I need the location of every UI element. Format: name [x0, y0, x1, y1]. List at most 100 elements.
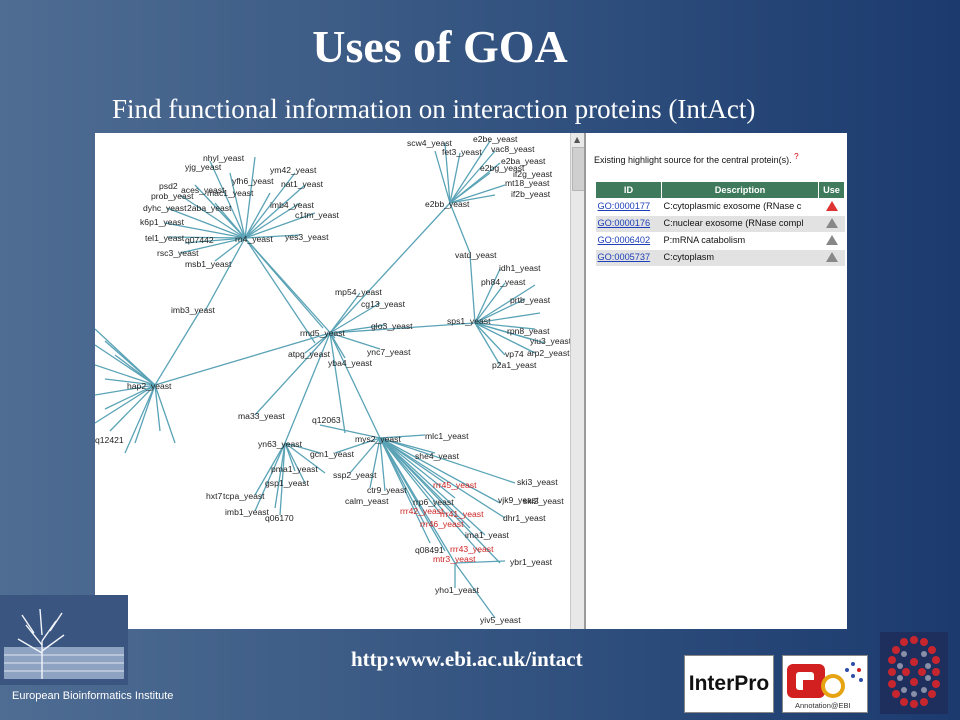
node-label[interactable]: msb1_yeast — [185, 259, 232, 269]
node-label[interactable]: yes3_yeast — [285, 232, 329, 242]
node-label[interactable]: yfh6_yeast — [232, 176, 274, 186]
node-label[interactable]: nhyl_yeast — [203, 153, 245, 163]
warning-triangle-icon[interactable] — [825, 201, 838, 211]
node-label[interactable]: mtr3_yeast — [433, 554, 476, 564]
node-label[interactable]: q12063 — [312, 415, 341, 425]
scroll-up-icon[interactable]: ▲ — [574, 135, 581, 144]
node-label[interactable]: glo3_yeast — [371, 321, 413, 331]
node-label[interactable]: idh1_yeast — [499, 263, 541, 273]
node-label[interactable]: vjk9_yeast — [498, 495, 539, 505]
triangle-icon[interactable] — [825, 218, 838, 228]
node-label[interactable]: mac1_yeast — [207, 188, 254, 198]
node-label[interactable]: q08491 — [415, 545, 444, 555]
node-label[interactable]: rrr45_yeast — [433, 480, 477, 490]
node-label[interactable]: sps1_yeast — [447, 316, 491, 326]
node-label[interactable]: yjg_yeast — [185, 162, 222, 172]
use-toggle[interactable] — [818, 249, 845, 267]
node-label[interactable]: ssp2_yeast — [333, 470, 377, 480]
node-label[interactable]: ybr1_yeast — [510, 557, 553, 567]
node-label[interactable]: gcn1_yeast — [310, 449, 355, 459]
node-label[interactable]: aces_yeast — [181, 185, 225, 195]
node-label[interactable]: rrr46_yeast — [420, 519, 464, 529]
node-label[interactable]: vatd_yeast — [455, 250, 497, 260]
node-label[interactable]: if2g_yeast — [513, 169, 553, 179]
use-toggle[interactable] — [818, 232, 845, 250]
node-label[interactable]: tcpa_yeast — [223, 491, 265, 501]
node-label[interactable]: yn63_yeast — [258, 439, 303, 449]
node-label[interactable]: rmd5_yeast — [300, 328, 346, 338]
node-label[interactable]: ctr9_yeast — [367, 485, 407, 495]
node-label[interactable]: dhr1_yeast — [503, 513, 546, 523]
node-label[interactable]: prob_yeast — [151, 191, 194, 201]
go-id-link[interactable]: GO:0006402 — [595, 232, 662, 250]
node-label[interactable]: ph84_yeast — [481, 277, 526, 287]
node-label[interactable]: tel1_yeast — [145, 233, 185, 243]
node-label[interactable]: hxt7 — [206, 491, 222, 501]
node-label[interactable]: ski3_yeast — [517, 477, 558, 487]
node-label[interactable]: ima1_yeast — [465, 530, 510, 540]
node-label[interactable]: psd2 — [159, 181, 178, 191]
node-label[interactable]: e2ba_yeast — [501, 156, 546, 166]
node-label[interactable]: arp2_yeast — [527, 348, 570, 358]
graph-scrollbar[interactable]: ▲ — [570, 133, 585, 629]
use-toggle[interactable] — [818, 198, 845, 216]
node-label[interactable]: dyhc_yeast — [143, 203, 187, 213]
node-label[interactable]: rrr43_yeast — [450, 544, 494, 554]
node-label[interactable]: fet3_yeast — [442, 147, 482, 157]
node-label[interactable]: vp74 — [505, 349, 524, 359]
node-label[interactable]: ync7_yeast — [367, 347, 411, 357]
node-label[interactable]: e2bb_yeast — [425, 199, 470, 209]
node-label[interactable]: p2a1_yeast — [492, 360, 537, 370]
node-label[interactable]: rrr42_yeast — [400, 506, 444, 516]
node-label[interactable]: calm_yeast — [345, 496, 389, 506]
node-label[interactable]: rrp6_yeast — [413, 497, 454, 507]
go-id-link[interactable]: GO:0000177 — [595, 198, 662, 216]
node-label[interactable]: atpg_yeast — [288, 349, 331, 359]
node-label[interactable]: scw4_yeast — [407, 138, 453, 148]
use-toggle[interactable] — [818, 215, 845, 233]
node-label[interactable]: cg13_yeast — [361, 299, 406, 309]
node-label[interactable]: e2be_yeast — [473, 134, 518, 144]
intact-url[interactable]: http:www.ebi.ac.uk/intact — [351, 647, 583, 671]
node-label[interactable]: q06170 — [265, 513, 294, 523]
node-label[interactable]: ma33_yeast — [238, 411, 285, 421]
go-id-link[interactable]: GO:0000176 — [595, 215, 662, 233]
node-label[interactable]: rsc3_yeast — [157, 248, 199, 258]
node-label[interactable]: hap2_yeast — [127, 381, 172, 391]
node-label[interactable]: mp54_yeast — [335, 287, 382, 297]
node-label[interactable]: mlc1_yeast — [425, 431, 469, 441]
node-label[interactable]: q07442 — [185, 235, 214, 245]
node-label[interactable]: nat1_yeast — [281, 179, 324, 189]
node-label[interactable]: imb3_yeast — [171, 305, 216, 315]
node-label[interactable]: c1tm_yeast — [295, 210, 340, 220]
node-label[interactable]: imb4_yeast — [270, 200, 315, 210]
node-label[interactable]: mt18_yeast — [505, 178, 550, 188]
node-label[interactable]: prtb_yeast — [510, 295, 551, 305]
go-id-link[interactable]: GO:0005737 — [595, 249, 662, 267]
node-label[interactable]: she4_yeast — [415, 451, 460, 461]
node-label[interactable]: yiu3_yeast — [530, 336, 570, 346]
triangle-icon[interactable] — [825, 252, 838, 262]
node-label[interactable]: q12421 — [95, 435, 124, 445]
node-label[interactable]: pma1_yeast — [271, 464, 318, 474]
node-label[interactable]: if2b_yeast — [511, 189, 551, 199]
triangle-icon[interactable] — [825, 235, 838, 245]
node-label[interactable]: rn4_yeast — [235, 234, 273, 244]
node-label[interactable]: e2bg_yeast — [480, 163, 525, 173]
interaction-network[interactable]: rmd5_yeast hap2_yeast e2bb_yeast sps1_ye… — [95, 133, 570, 629]
node-label[interactable]: 2aba_yeast — [187, 203, 232, 213]
node-label[interactable]: vac8_yeast — [491, 144, 535, 154]
node-label[interactable]: yho1_yeast — [435, 585, 480, 595]
node-label[interactable]: ym42_yeast — [270, 165, 317, 175]
node-label[interactable]: yba4_yeast — [328, 358, 373, 368]
node-label[interactable]: ski2_yeast — [523, 496, 564, 506]
node-label[interactable]: k6p1_yeast — [140, 217, 185, 227]
node-label[interactable]: rpn8_yeast — [507, 326, 550, 336]
help-icon[interactable]: ? — [794, 152, 799, 161]
node-label[interactable]: gsp1_yeast — [265, 478, 310, 488]
node-label[interactable]: imb1_yeast — [225, 507, 270, 517]
node-label[interactable]: yiv5_yeast — [480, 615, 521, 625]
node-label[interactable]: rrr41_yeast — [440, 509, 484, 519]
node-label[interactable]: mys2_yeast — [355, 434, 401, 444]
goa-logo: Annotation@EBI — [782, 655, 868, 713]
